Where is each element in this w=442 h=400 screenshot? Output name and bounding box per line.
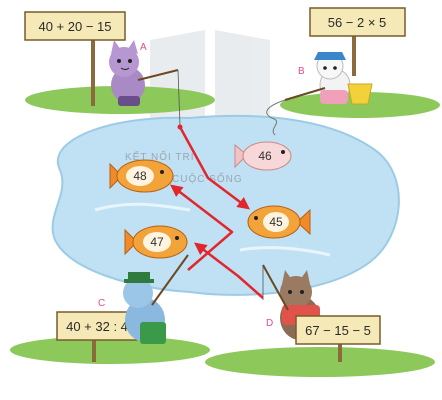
fish-47-number: 47 [150,235,164,249]
fishing-hook-b [266,99,286,136]
arrow-a-to-45 [178,126,250,210]
fish-48-number: 48 [133,169,147,183]
fishing-rod-c [151,254,189,306]
sign-c: 40 + 32 : 4 [56,311,138,362]
cat-c-label: C [98,298,105,309]
watermark-text: KẾT NỐI TRI [125,149,195,163]
sign-a: 40 + 20 − 15 [24,11,126,106]
arrow-d-to-47 [194,242,264,299]
fish-45: 45 [247,205,311,239]
fish-46: 46 [234,141,292,171]
sign-a-text: 40 + 20 − 15 [38,19,111,34]
fishing-rod-a [137,69,179,81]
arrow-c-to-48 [170,184,234,271]
fishing-rod-d [262,264,289,311]
watermark-logo [150,30,270,130]
sign-b: 56 − 2 × 5 [309,7,406,76]
fish-45-number: 45 [269,215,283,229]
fish-46-number: 46 [258,149,272,163]
sign-c-text: 40 + 32 : 4 [66,319,128,334]
answer-arrows [170,124,264,299]
pond-ripple [94,202,191,212]
fish-47: 47 [124,225,188,259]
fishing-line-a [177,69,181,126]
cat-c [123,272,166,344]
sign-b-text: 56 − 2 × 5 [328,15,387,30]
bucket-b [347,83,373,105]
sign-d-text: 67 − 15 − 5 [305,323,371,338]
fish-48: 48 [109,159,174,193]
grass-patch [205,347,435,377]
cat-b [314,52,351,104]
cat-a [109,40,145,106]
fishing-rod-b [284,87,326,101]
cat-b-label: B [298,66,305,77]
cat-d-label: D [266,318,273,329]
sign-d: 67 − 15 − 5 [295,315,381,362]
pond-ripple [239,246,331,257]
cat-a-label: A [140,42,147,53]
